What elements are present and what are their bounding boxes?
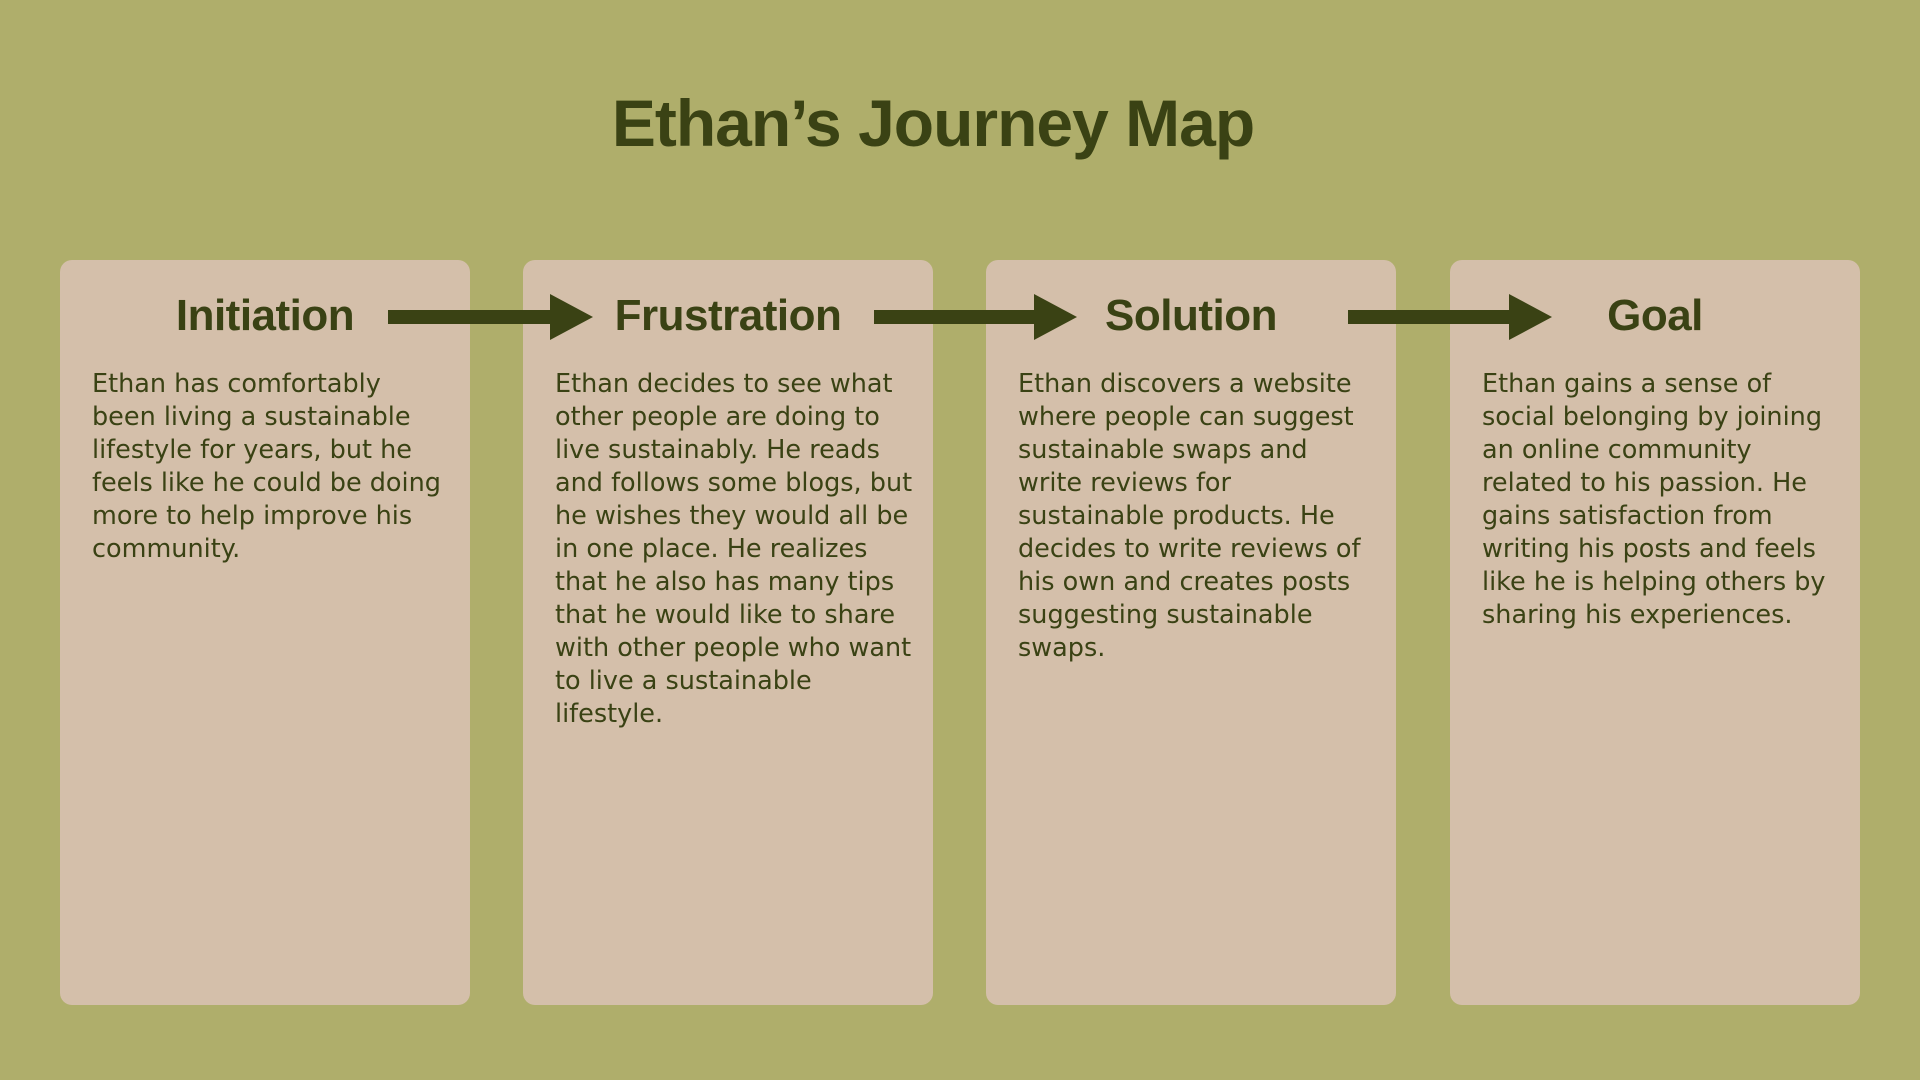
stage-title: Solution bbox=[1105, 291, 1277, 340]
right-arrow-icon bbox=[388, 294, 593, 340]
stage-description: Ethan discovers a website where people c… bbox=[1018, 369, 1361, 663]
stage-description: Ethan has comfortably been living a sust… bbox=[92, 369, 441, 564]
stage-card-goal: Goal Ethan gains a sense of social belon… bbox=[1450, 260, 1860, 1005]
stage-description: Ethan gains a sense of social belonging … bbox=[1482, 369, 1826, 630]
right-arrow-icon bbox=[1348, 294, 1552, 340]
stage-title: Initiation bbox=[175, 291, 355, 340]
stage-title: Frustration bbox=[614, 291, 842, 340]
page-title: Ethan’s Journey Map bbox=[611, 86, 1255, 160]
right-arrow-icon bbox=[874, 294, 1077, 340]
stage-card-initiation: Initiation Ethan has comfortably been li… bbox=[60, 260, 470, 1005]
stage-title: Goal bbox=[1607, 291, 1703, 340]
stage-card-frustration: Frustration Ethan decides to see what ot… bbox=[523, 260, 933, 1005]
stage-description: Ethan decides to see what other people a… bbox=[555, 369, 913, 729]
stage-card-solution: Solution Ethan discovers a website where… bbox=[986, 260, 1396, 1005]
